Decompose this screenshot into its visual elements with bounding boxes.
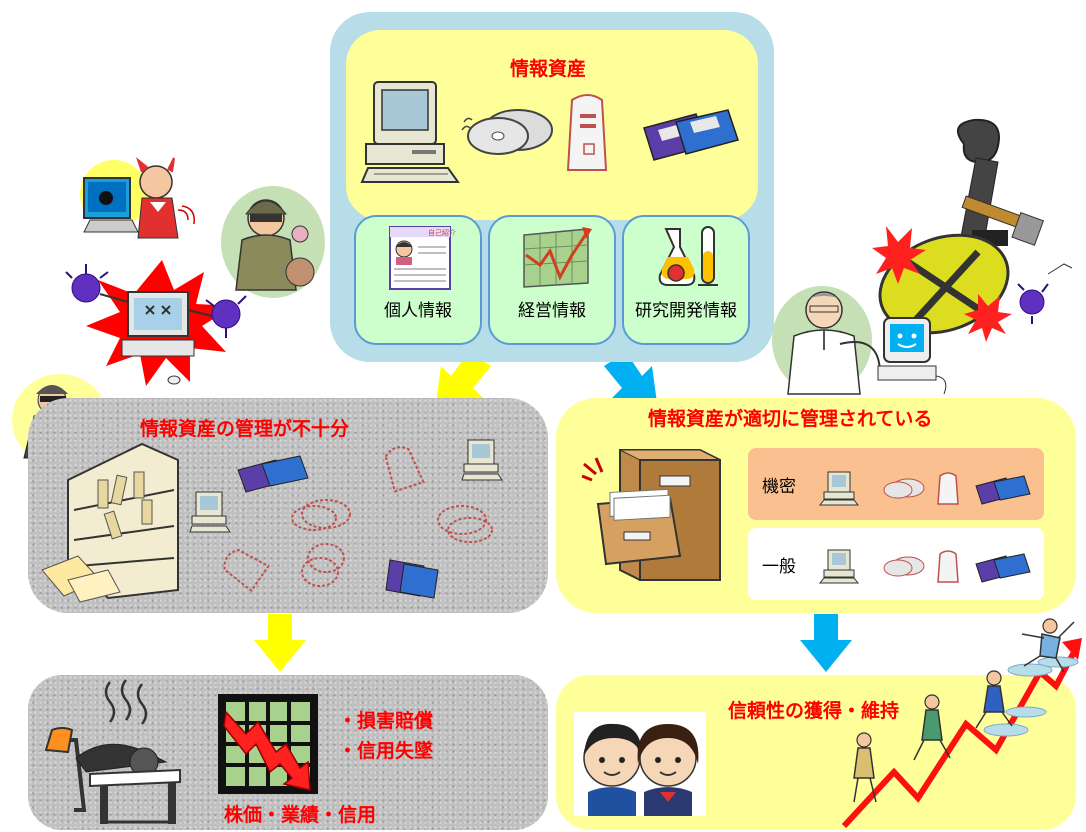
- arrow-to-trust: [800, 614, 852, 672]
- loss-item-damages: ・損害賠償: [338, 710, 434, 732]
- arrow-to-consequences: [254, 614, 306, 672]
- category-rnd-info: 研究開発情報: [622, 215, 750, 345]
- falling-chart-icon: [218, 694, 318, 794]
- category-personal-info: 自己紹介 個人情報: [354, 215, 482, 345]
- category-label: 経営情報: [518, 301, 586, 321]
- general-assets-icons: [818, 549, 1031, 584]
- rising-success-icon: [841, 618, 1082, 829]
- thief-icon: [221, 186, 325, 298]
- hacker-devil-icon: [80, 157, 195, 239]
- good-management-title: 情報資産が適切に管理されている: [648, 408, 933, 430]
- scattered-computer-icon-2: [461, 439, 503, 481]
- trust-title: 信頼性の獲得・維持: [728, 700, 900, 722]
- lab-flasks-icon: [658, 226, 718, 286]
- cd-discs-icon: [461, 109, 553, 155]
- hammer-smashing-virus-icon: [872, 118, 1073, 342]
- confidential-label: 機密: [762, 477, 796, 497]
- svg-text:自己紹介: 自己紹介: [428, 228, 456, 237]
- profile-card-icon: 自己紹介: [389, 226, 456, 290]
- exhausted-worker-icon: [44, 679, 181, 824]
- scattered-floppy-icon: [237, 455, 309, 493]
- scattered-cd-icon: [291, 499, 351, 531]
- category-label: 個人情報: [384, 301, 452, 321]
- loss-footer: 株価・業績・信用: [224, 804, 377, 826]
- scattered-cd-icon-2: [437, 505, 493, 543]
- confidential-assets-icons: [818, 471, 1031, 506]
- scattered-computer-icon: [189, 491, 231, 533]
- computer-icon: [360, 81, 460, 183]
- loss-item-credibility: ・信用失墜: [338, 740, 434, 762]
- filing-cabinet-icon: [581, 449, 721, 581]
- category-business-info: 経営情報: [488, 215, 616, 345]
- info-assets-title: 情報資産: [510, 58, 587, 80]
- virus-attacked-computer-icon: [65, 260, 247, 386]
- speech-tails: [412, 190, 666, 220]
- messy-bookshelf-icon: [41, 442, 179, 603]
- category-label: 研究開発情報: [635, 301, 737, 321]
- scattered-cd-icon-3: [301, 543, 345, 587]
- children-icon: [574, 712, 706, 816]
- floppy-disks-icon: [643, 109, 739, 161]
- scattered-server-icon-2: [223, 548, 270, 593]
- scattered-server-icon: [384, 446, 425, 493]
- general-label: 一般: [762, 557, 796, 577]
- arrow-to-good-management: [604, 352, 658, 410]
- doctor-examining-computer-icon: [772, 286, 947, 395]
- arrow-to-poor-management: [435, 352, 491, 410]
- scattered-floppy-icon-2: [385, 559, 439, 599]
- server-icon: [566, 94, 608, 171]
- poor-management-title: 情報資産の管理が不十分: [140, 418, 350, 440]
- growth-chart-icon: [523, 227, 592, 288]
